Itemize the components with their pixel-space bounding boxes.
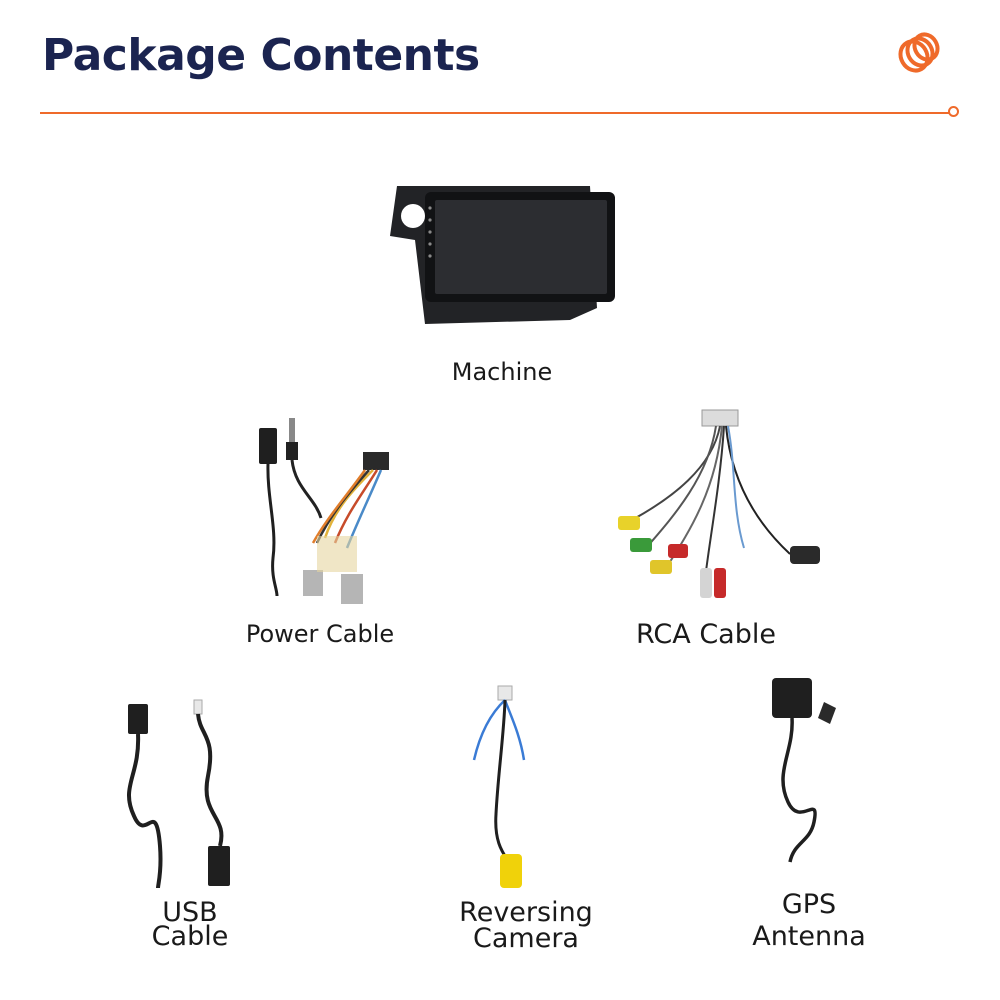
item-label: Machine: [451, 358, 553, 386]
item-label-line1: Reversing: [459, 897, 593, 928]
usb-cable-icon: [127, 699, 230, 889]
item-label-line2: Antenna: [752, 921, 866, 952]
item-label-line2: Camera: [473, 923, 579, 954]
page-title: Package Contents: [42, 30, 480, 81]
rca-harness-icon: [618, 409, 820, 598]
item-label-line1: GPS: [781, 889, 837, 920]
power-harness-icon: [259, 418, 389, 604]
item-label-line1: USB: [162, 897, 218, 928]
item-label-line2: Cable: [151, 921, 229, 952]
divider-end-dot: [948, 106, 959, 117]
header-divider: [40, 112, 952, 114]
item-label: Power Cable: [245, 620, 395, 648]
item-label: RCA Cable: [636, 619, 776, 650]
car-stereo-screen-icon: [390, 186, 615, 324]
gps-antenna-icon: [772, 678, 836, 863]
camera-cable-icon: [472, 685, 526, 888]
orange-coil-icon: [898, 32, 940, 73]
